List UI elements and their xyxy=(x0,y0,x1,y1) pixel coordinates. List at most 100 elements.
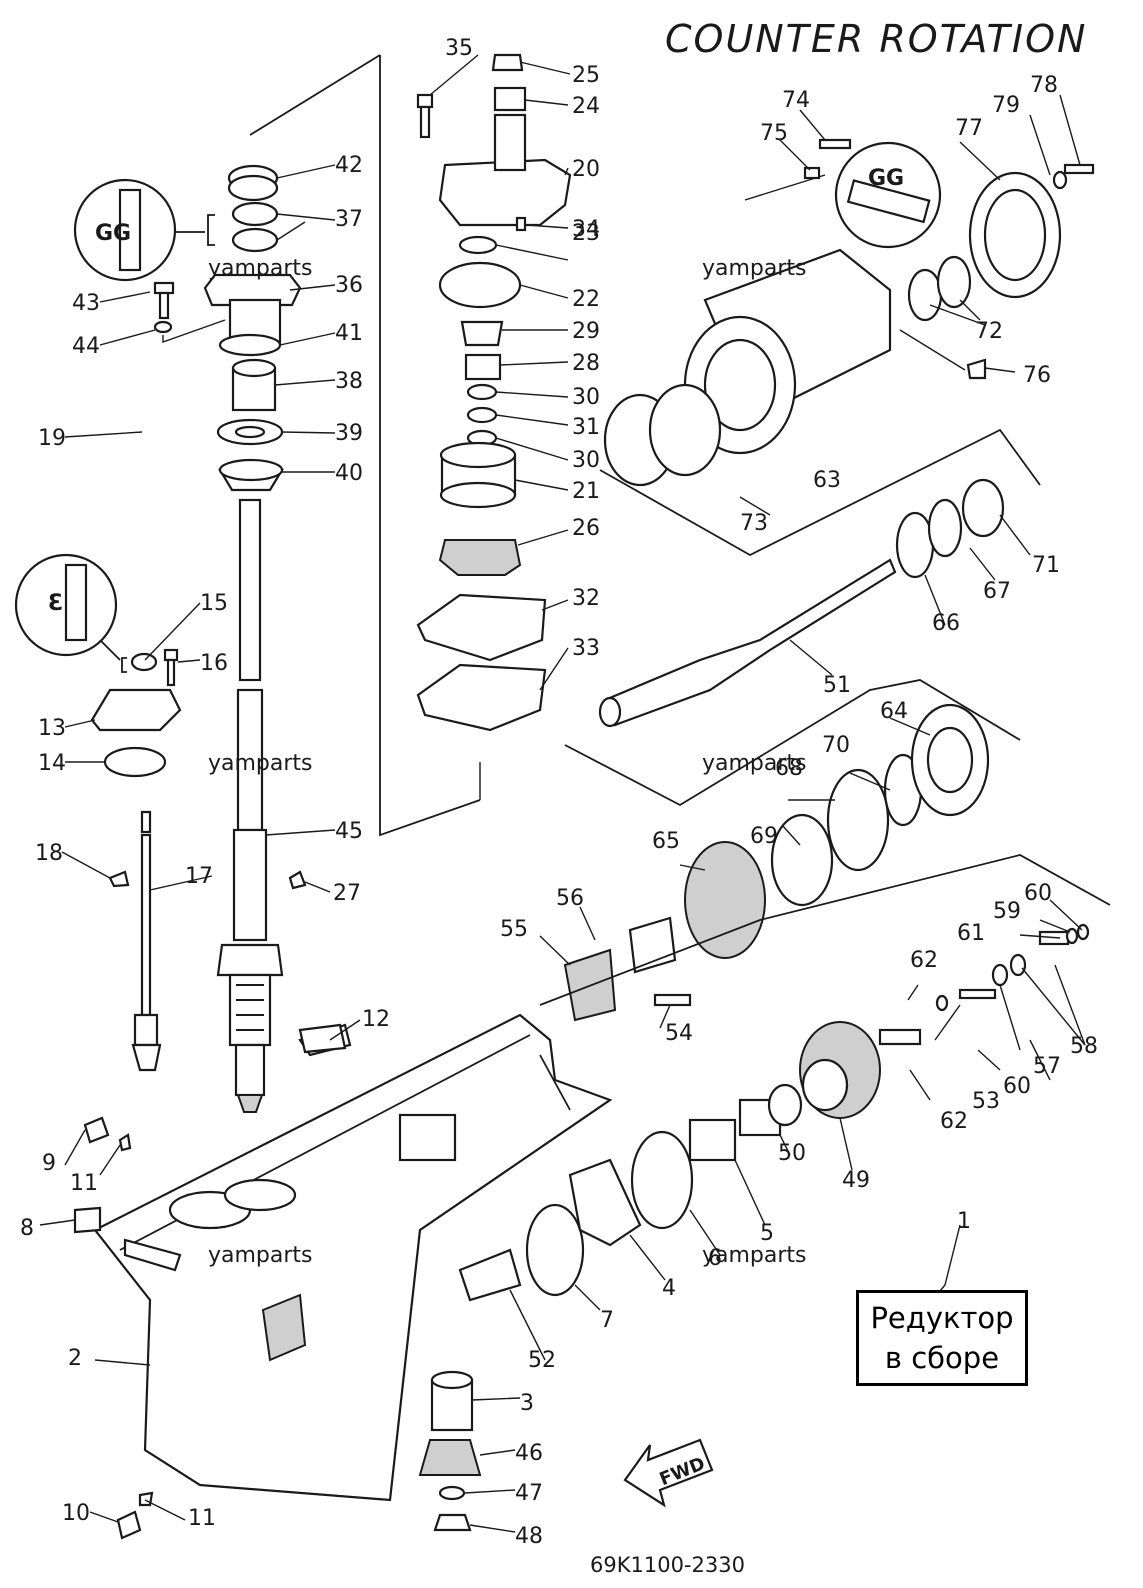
callout-10: 10 xyxy=(62,1501,90,1526)
callout-40: 40 xyxy=(335,461,363,486)
callout-23: 23 xyxy=(572,221,600,246)
callout-22: 22 xyxy=(572,287,600,312)
callout-69: 69 xyxy=(750,824,778,849)
assembly-label-line2: в сборе xyxy=(884,1341,1000,1375)
callout-27: 27 xyxy=(333,881,361,906)
fwd-arrow: FWD xyxy=(623,1438,714,1508)
callout-62a: 62 xyxy=(910,948,938,973)
callout-34: 34 xyxy=(572,217,600,242)
watermark-5: yamparts xyxy=(208,1243,313,1268)
callout-43: 43 xyxy=(72,291,100,316)
assembly-label-box: Редуктор в сборе xyxy=(856,1290,1028,1386)
callout-79: 79 xyxy=(992,93,1020,118)
seal-detail-inset: GG xyxy=(73,178,215,282)
callout-47: 47 xyxy=(515,1481,543,1506)
callout-64: 64 xyxy=(880,699,908,724)
callout-38: 38 xyxy=(335,369,363,394)
callout-51: 51 xyxy=(823,673,851,698)
clutch-and-gears xyxy=(563,703,990,1022)
callout-45: 45 xyxy=(335,819,363,844)
callout-50: 50 xyxy=(778,1141,806,1166)
svg-text:GG: GG xyxy=(95,221,131,246)
callout-48: 48 xyxy=(515,1524,543,1549)
callout-46: 46 xyxy=(515,1441,543,1466)
callout-57: 57 xyxy=(1033,1054,1061,1079)
propeller-shaft-housing xyxy=(539,248,1111,1006)
callout-32: 32 xyxy=(572,586,600,611)
upper-bearing-stack xyxy=(203,164,302,492)
callout-9: 9 xyxy=(42,1151,56,1176)
callout-37: 37 xyxy=(335,207,363,232)
callout-numbers: 1 2 3 4 5 6 7 8 9 10 11 11 12 13 14 15 1… xyxy=(20,36,1098,1549)
callout-11b: 11 xyxy=(188,1506,216,1531)
pump-frame-line-top xyxy=(249,54,381,136)
callout-73: 73 xyxy=(740,511,768,536)
callout-13: 13 xyxy=(38,716,66,741)
assembly-label-line1: Редуктор xyxy=(870,1301,1014,1335)
callout-33: 33 xyxy=(572,636,600,661)
callout-8: 8 xyxy=(20,1216,34,1241)
callout-29: 29 xyxy=(572,319,600,344)
callout-44: 44 xyxy=(72,334,100,359)
watermark-2: yamparts xyxy=(702,256,807,281)
callout-67: 67 xyxy=(983,579,1011,604)
callout-35: 35 xyxy=(445,36,473,61)
callout-56: 56 xyxy=(556,886,584,911)
callout-16: 16 xyxy=(200,651,228,676)
callout-2: 2 xyxy=(68,1346,82,1371)
callout-76: 76 xyxy=(1023,363,1051,388)
callout-72: 72 xyxy=(975,319,1003,344)
callout-18: 18 xyxy=(35,841,63,866)
callout-30b: 30 xyxy=(572,448,600,473)
svg-text:Ɛ: Ɛ xyxy=(48,591,63,616)
callout-17: 17 xyxy=(185,864,213,889)
callout-75: 75 xyxy=(760,121,788,146)
callout-1: 1 xyxy=(957,1209,971,1234)
water-pump-stack xyxy=(416,53,572,732)
callout-15: 15 xyxy=(200,591,228,616)
callout-66: 66 xyxy=(932,611,960,636)
pump-frame-line xyxy=(379,55,481,837)
callout-36: 36 xyxy=(335,273,363,298)
callout-62b: 62 xyxy=(940,1109,968,1134)
callout-4: 4 xyxy=(662,1276,676,1301)
watermark-4: yamparts xyxy=(702,751,807,776)
callout-77: 77 xyxy=(955,116,983,141)
callout-63: 63 xyxy=(813,468,841,493)
callout-7: 7 xyxy=(600,1308,614,1333)
drawing-code: 69K1100-2330 xyxy=(590,1553,745,1577)
callout-61: 61 xyxy=(957,921,985,946)
callout-59: 59 xyxy=(993,899,1021,924)
svg-text:GG: GG xyxy=(868,166,904,191)
callout-65: 65 xyxy=(652,829,680,854)
callout-5: 5 xyxy=(760,1221,774,1246)
callout-70: 70 xyxy=(822,733,850,758)
callout-14: 14 xyxy=(38,751,66,776)
callout-25: 25 xyxy=(572,63,600,88)
watermark-6: yamparts xyxy=(702,1243,807,1268)
callout-12: 12 xyxy=(362,1007,390,1032)
callout-54: 54 xyxy=(665,1021,693,1046)
callout-26: 26 xyxy=(572,516,600,541)
callout-42: 42 xyxy=(335,153,363,178)
callout-74: 74 xyxy=(782,88,810,113)
leader-lines xyxy=(39,54,1086,1533)
callout-55: 55 xyxy=(500,917,528,942)
lower-casing xyxy=(93,1013,613,1502)
callout-60b: 60 xyxy=(1003,1074,1031,1099)
callout-30a: 30 xyxy=(572,385,600,410)
callout-68: 68 xyxy=(775,756,803,781)
callout-53: 53 xyxy=(972,1089,1000,1114)
bearing-cover-77: GG xyxy=(744,138,1095,380)
callout-60a: 60 xyxy=(1024,881,1052,906)
watermark-3: yamparts xyxy=(208,751,313,776)
callout-49: 49 xyxy=(842,1168,870,1193)
driveshaft xyxy=(216,498,284,1113)
callout-39: 39 xyxy=(335,421,363,446)
callout-19: 19 xyxy=(38,426,66,451)
diagram-title: COUNTER ROTATION xyxy=(665,17,1087,61)
callout-52: 52 xyxy=(528,1348,556,1373)
callout-28: 28 xyxy=(572,351,600,376)
